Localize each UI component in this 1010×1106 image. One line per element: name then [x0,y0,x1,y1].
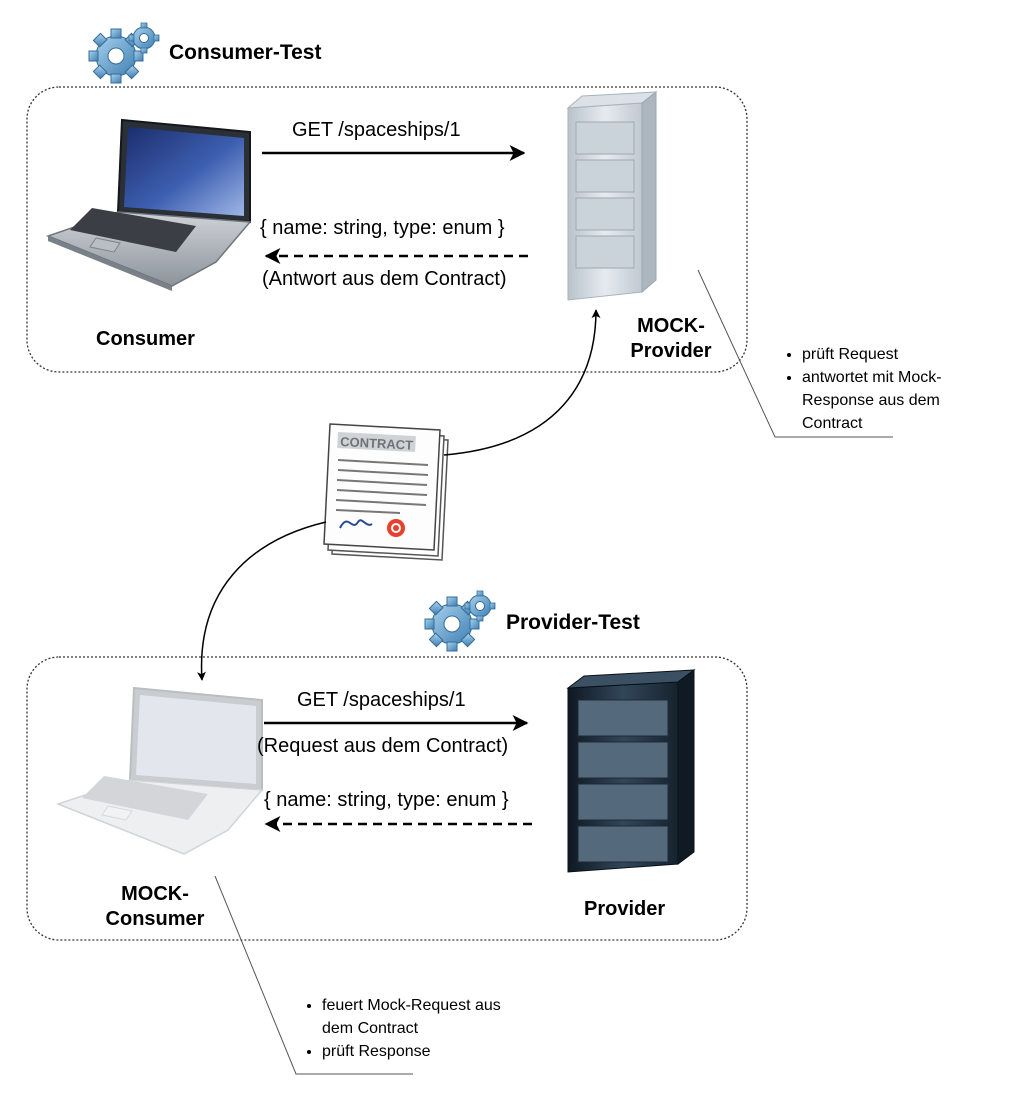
request-label: GET /spaceships/1 [297,689,466,711]
callout-item: prüft Request [802,343,995,366]
request-note: (Request aus dem Contract) [257,735,509,757]
mock-consumer-callout: feuert Mock-Request aus dem Contract prü… [300,994,530,1063]
contract-stamp-text: CONTRACT [340,434,414,453]
mock-provider-label-line1: MOCK- [637,315,705,337]
laptop-icon [55,686,264,855]
gears-icon [424,590,496,652]
provider-label: Provider [584,898,666,920]
laptop-icon [45,118,252,291]
response-note: (Antwort aus dem Contract) [262,268,507,290]
consumer-label: Consumer [96,328,195,350]
contract-to-mock-provider-arrow [443,309,601,456]
server-icon [566,90,658,301]
request-label: GET /spaceships/1 [292,119,461,141]
mock-consumer-label: MOCK- Consumer [95,882,215,932]
gears-icon [88,22,160,84]
mock-consumer-label-line1: MOCK- [121,883,189,905]
consumer-test-frame [26,86,748,373]
contract-to-mock-consumer-arrow [196,521,327,681]
mock-provider-label: MOCK- Provider [624,314,718,364]
contract-document-icon: CONTRACT [323,423,449,561]
server-icon [566,669,696,873]
mock-provider-callout: prüft Request antwortet mit Mock-Respons… [780,343,995,435]
callout-item: prüft Response [322,1040,530,1063]
mock-provider-label-line2: Provider [630,340,712,362]
response-label: { name: string, type: enum } [260,217,505,239]
callout-item: feuert Mock-Request aus dem Contract [322,994,530,1040]
callout-item: antwortet mit Mock-Response aus dem Cont… [802,366,995,435]
response-label: { name: string, type: enum } [264,789,509,811]
mock-consumer-callout-line [214,875,413,1075]
provider-test-title: Provider-Test [506,611,640,634]
provider-test-frame [26,656,748,941]
mock-consumer-label-line2: Consumer [105,908,205,930]
mock-provider-callout-line [697,269,893,438]
consumer-test-title: Consumer-Test [169,41,322,64]
